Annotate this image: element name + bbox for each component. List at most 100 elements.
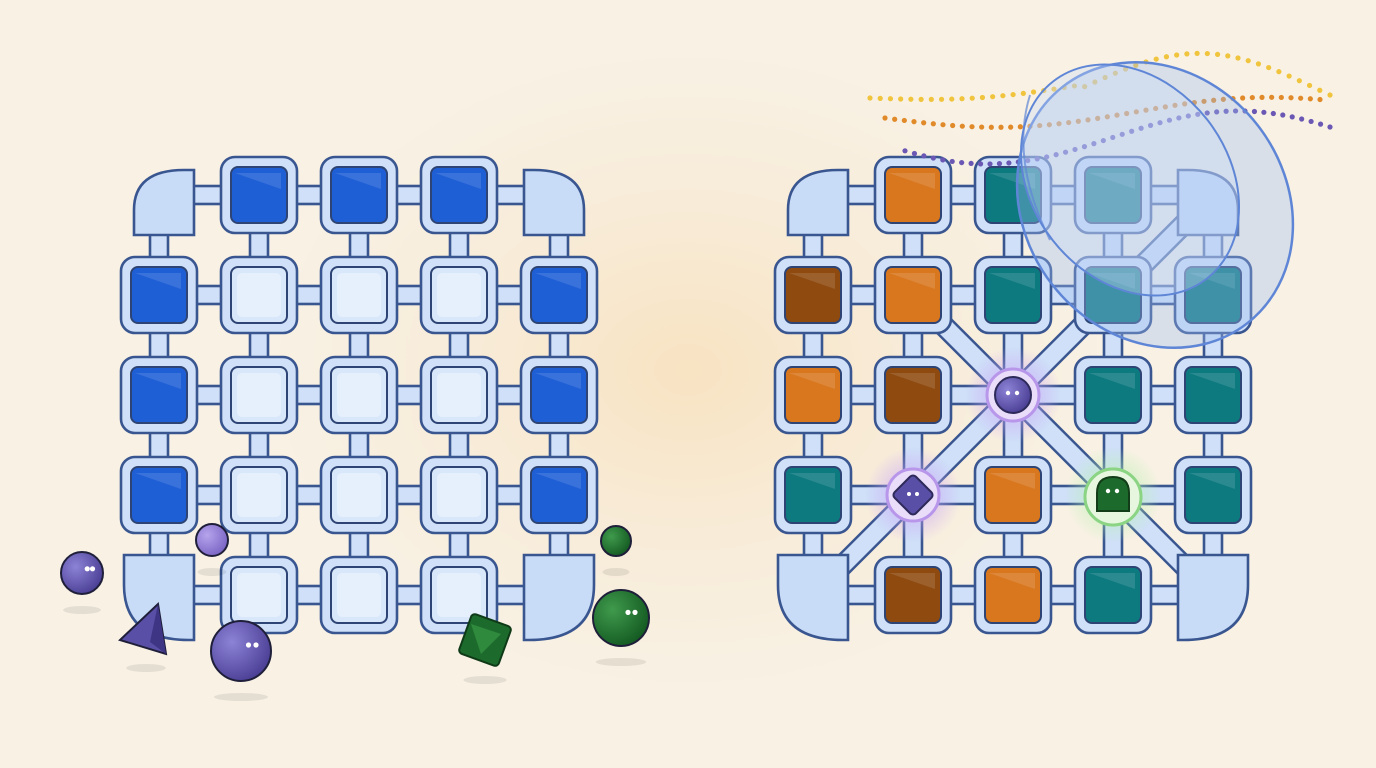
orange-trail-dot	[1143, 107, 1149, 113]
orange-trail-dot	[1153, 105, 1159, 112]
orange-trail-dot	[1307, 96, 1313, 102]
lens-ring-icon	[1015, 61, 1295, 349]
purple-trail-dot	[1251, 108, 1258, 115]
yellow-trail-dot	[1245, 58, 1251, 64]
yellow-trail-dot	[898, 96, 904, 102]
orange-trail-dot	[930, 121, 936, 127]
corner-plate	[1176, 553, 1250, 642]
orange-trail-dot	[1066, 119, 1072, 126]
blue-cell	[430, 166, 488, 224]
purple-trail-dot	[1214, 109, 1220, 115]
shape-shadow	[595, 658, 647, 666]
yellow-trail-dot	[877, 95, 883, 101]
purple-trail-dot	[949, 158, 955, 165]
purple-trail-dot	[1317, 121, 1324, 127]
purple-trail-dot	[1138, 125, 1144, 131]
yellow-trail-dot	[990, 94, 996, 100]
yellow-trail-dot	[1092, 79, 1098, 85]
orange-trail-dot	[1201, 98, 1207, 104]
corner-plate	[776, 553, 850, 642]
orange-cell	[784, 366, 842, 424]
yellow-trail-dot	[1276, 69, 1282, 75]
purple-trail-dot	[1261, 109, 1267, 115]
purple-trail-dot	[1053, 152, 1059, 158]
yellow-trail-dot	[1174, 52, 1180, 58]
brown-cell	[884, 566, 942, 624]
teal-cell	[1184, 366, 1242, 424]
teal-cell	[1184, 466, 1242, 524]
shape-shadow	[463, 676, 507, 684]
shape-shadow	[63, 606, 101, 614]
orange-trail-dot	[1056, 121, 1062, 127]
yellow-trail-dot	[938, 96, 945, 102]
blue-cell	[130, 366, 188, 424]
teal-cell	[784, 466, 842, 524]
orange-trail-dot	[979, 124, 985, 130]
corner-plate	[522, 168, 586, 237]
yellow-trail-dot	[1082, 84, 1088, 90]
teal-cell	[1084, 366, 1142, 424]
orange-trail-dot	[1288, 95, 1294, 101]
teal-cell	[984, 266, 1042, 324]
purple-trail-dot	[987, 161, 993, 167]
orange-trail-dot	[1259, 94, 1265, 100]
yellow-trail-dot	[1235, 55, 1241, 61]
purple-orb-icon	[994, 376, 1032, 414]
shape-shadow	[126, 664, 166, 672]
yellow-trail-dot	[969, 95, 975, 101]
purple-trail-dot	[1034, 156, 1040, 162]
purple-trail-dot	[959, 159, 965, 166]
purple-trail-dot	[1006, 160, 1012, 166]
orange-cell	[984, 466, 1042, 524]
purple-trail-dot	[1100, 137, 1106, 144]
brown-cell	[784, 266, 842, 324]
yellow-trail-dot	[1266, 64, 1272, 71]
orange-trail-dot	[1162, 104, 1168, 110]
purple-trail-dot	[1299, 116, 1305, 122]
shape-shadow	[602, 568, 630, 576]
yellow-trail-dot	[1051, 86, 1057, 92]
green-sphere	[592, 589, 650, 647]
orange-trail-dot	[1182, 101, 1188, 107]
teal-cell	[1184, 266, 1242, 324]
orange-cell	[884, 166, 942, 224]
teal-cell	[1084, 166, 1142, 224]
purple-trail-dot	[1129, 128, 1135, 134]
purple-trail-dot	[1280, 112, 1286, 118]
purple-trail-dot	[930, 155, 936, 161]
purple-trail-dot	[1044, 154, 1050, 160]
purple-trail-dot	[1025, 157, 1031, 164]
orange-trail-dot	[921, 120, 927, 126]
orange-trail-dot	[1124, 110, 1130, 117]
orange-trail-dot	[1211, 97, 1217, 103]
yellow-trail-dot	[908, 96, 914, 102]
orange-trail-dot	[1017, 124, 1023, 130]
orange-trail-dot	[1269, 94, 1275, 100]
corner-plate	[132, 168, 196, 237]
orange-trail-dot	[1037, 122, 1043, 129]
purple-trail-dot	[996, 161, 1003, 167]
corner-plate	[522, 553, 596, 642]
purple-trail-dot	[911, 150, 918, 157]
blue-cell	[230, 166, 288, 224]
purple-trail-dot	[1223, 108, 1229, 114]
corner-plate	[1176, 168, 1240, 237]
purple-trail-dot	[1308, 118, 1314, 125]
orange-trail-dot	[1298, 95, 1304, 101]
purple-trail-dot	[1176, 115, 1182, 121]
purple-trail-dot	[1232, 108, 1239, 114]
yellow-trail-dot	[867, 95, 873, 101]
corner-plate	[786, 168, 850, 237]
orange-trail-dot	[1249, 94, 1255, 101]
purple-trail-dot	[1270, 110, 1276, 117]
yellow-trail-dot	[1286, 73, 1292, 79]
yellow-trail-dot	[1214, 51, 1221, 58]
yellow-trail-dot	[959, 96, 965, 102]
yellow-trail-dot	[1153, 56, 1159, 62]
yellow-trail-dot	[1112, 70, 1118, 76]
yellow-trail-dot	[1030, 89, 1037, 95]
orange-trail-dot	[901, 117, 907, 124]
left-grid-panel	[119, 155, 599, 642]
yellow-trail-dot	[1296, 78, 1302, 84]
teal-cell	[984, 166, 1042, 224]
